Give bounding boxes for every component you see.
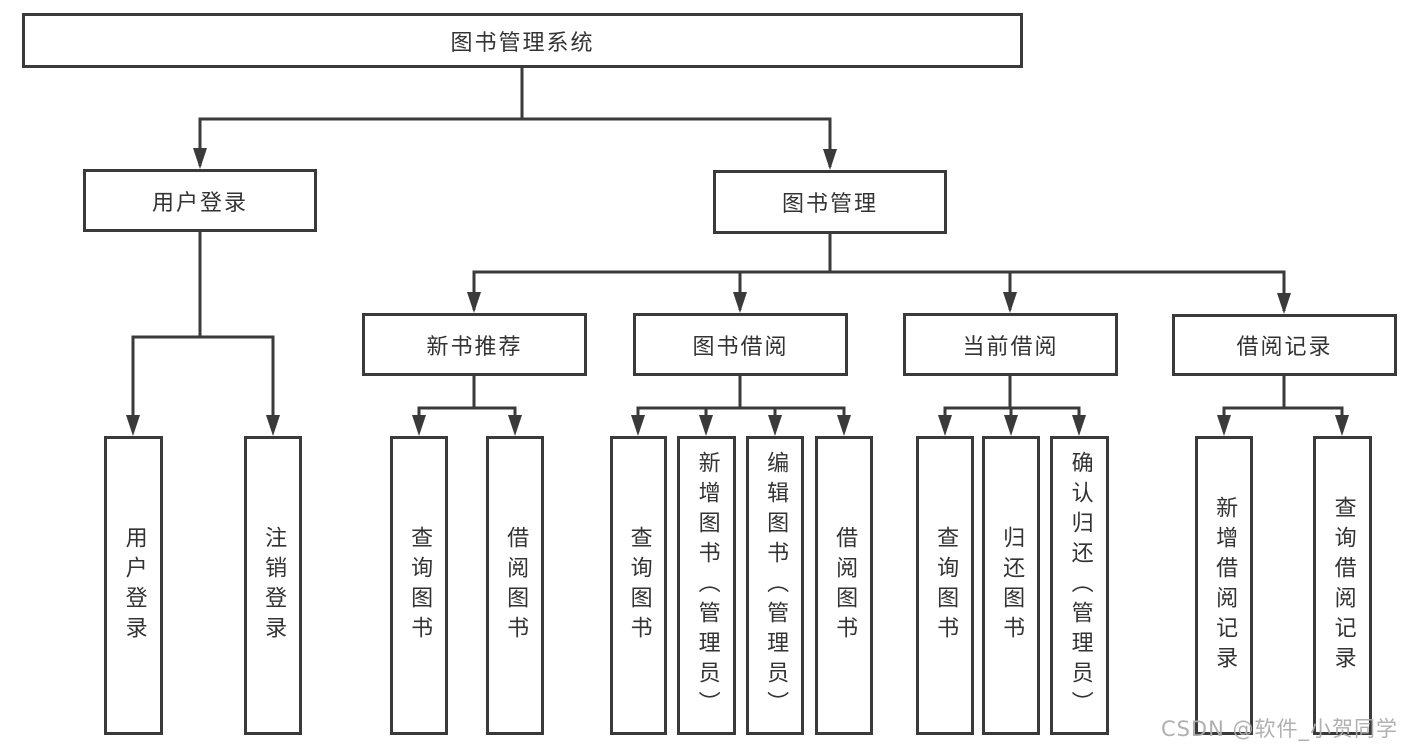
leaf-recommend-borrow-book: 借阅图书: [486, 436, 544, 735]
leaf-add-borrow-record: 新增借阅记录: [1195, 436, 1253, 735]
node-label: 用户登录: [151, 190, 248, 216]
leaf-label: 新增图书（管理员）: [694, 450, 720, 721]
leaf-add-book-admin: 新增图书（管理员）: [677, 436, 736, 735]
node-label: 图书借阅: [692, 334, 789, 360]
leaf-borrow-query-book: 查询图书: [610, 436, 667, 735]
node-label: 新书推荐: [426, 334, 523, 360]
edge-borrow-records-to-leaves: [1222, 376, 1344, 432]
leaf-logout: 注销登录: [244, 436, 302, 735]
node-label: 借阅记录: [1236, 335, 1333, 360]
leaf-label: 归还图书: [999, 525, 1025, 646]
edge-book-management-to-level3: [472, 234, 1286, 311]
leaf-confirm-return-admin: 确认归还（管理员）: [1050, 436, 1109, 735]
leaf-borrow-book: 借阅图书: [815, 436, 873, 735]
leaf-user-login: 用户登录: [104, 436, 163, 735]
node-book-borrow: 图书借阅: [633, 313, 848, 376]
leaf-label: 查询图书: [407, 525, 433, 646]
leaf-label: 借阅图书: [832, 525, 858, 646]
edge-new-book-recommend-to-leaves: [417, 376, 517, 432]
node-new-book-recommend: 新书推荐: [362, 313, 587, 376]
node-library-management-system: 图书管理系统: [22, 13, 1023, 68]
leaf-label: 借阅图书: [503, 525, 529, 646]
node-label: 图书管理: [781, 192, 878, 217]
edge-root-to-level2: [198, 68, 832, 167]
node-label: 当前借阅: [962, 334, 1059, 360]
leaf-recommend-query-book: 查询图书: [390, 436, 448, 735]
edge-book-borrow-to-leaves: [636, 376, 846, 432]
leaf-label: 注销登录: [261, 525, 287, 646]
leaf-label: 确认归还（管理员）: [1067, 450, 1093, 721]
csdn-watermark: CSDN @软件_小贺同学: [1160, 717, 1398, 741]
node-label: 图书管理系统: [450, 30, 595, 56]
node-current-borrow: 当前借阅: [903, 313, 1118, 376]
leaf-label: 新增借阅记录: [1212, 495, 1238, 676]
leaf-label: 查询图书: [626, 525, 652, 646]
leaf-current-query-book: 查询图书: [916, 436, 974, 735]
leaf-return-book: 归还图书: [982, 436, 1040, 735]
node-user-login: 用户登录: [83, 169, 317, 232]
node-borrow-records: 借阅记录: [1172, 314, 1397, 376]
arrowheads: [126, 148, 1349, 436]
edge-user-login-to-leaves: [131, 232, 275, 432]
node-book-management: 图书管理: [713, 170, 947, 234]
leaf-query-borrow-record: 查询借阅记录: [1313, 436, 1372, 735]
leaf-edit-book-admin: 编辑图书（管理员）: [746, 436, 804, 735]
leaf-label: 用户登录: [121, 525, 147, 646]
leaf-label: 查询图书: [933, 525, 959, 646]
leaf-label: 查询借阅记录: [1330, 495, 1356, 676]
leaf-label: 编辑图书（管理员）: [763, 450, 789, 721]
